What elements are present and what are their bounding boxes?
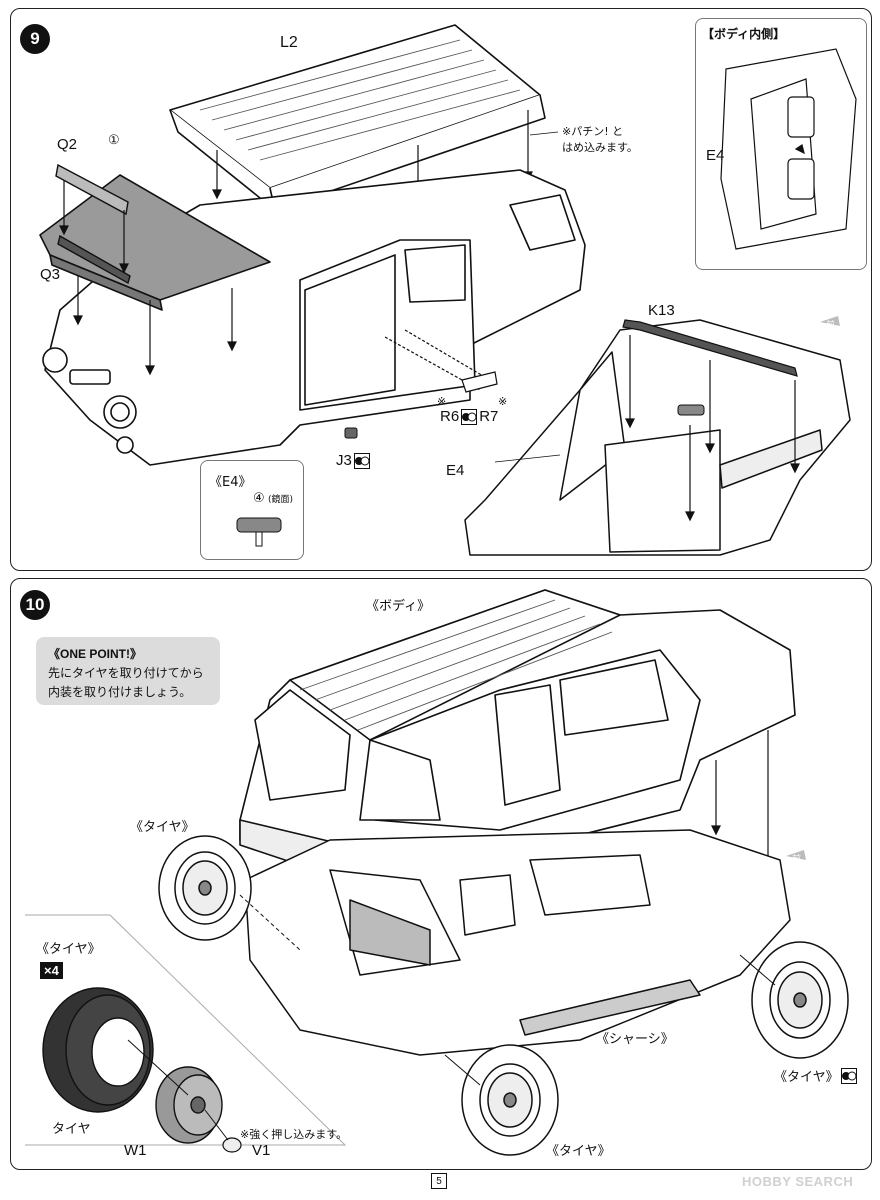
tire-label-right-row: 《タイヤ》: [774, 1066, 859, 1085]
label-l2: L2: [280, 34, 298, 51]
hood-part-q3: [39, 174, 271, 311]
chassis-label: 《シャーシ》: [596, 1032, 674, 1047]
interior-tub: [464, 319, 851, 556]
label-k13: K13: [648, 302, 675, 319]
roof-part-l2: [169, 24, 546, 211]
inset-tire: [42, 987, 154, 1113]
front-arrow-label-10: 前: [792, 855, 802, 865]
inset-body-inner-title: 【ボディ内側】: [702, 27, 786, 41]
inset-cap-v1: [222, 1137, 242, 1153]
inset-e4-title: 《E4》: [209, 475, 252, 490]
front-arrow-icon: [820, 316, 840, 326]
front-arrow-icon: [786, 850, 806, 860]
asterisk-r6: ※: [437, 395, 447, 408]
paint-chip-icon: [353, 452, 370, 469]
label-e4: E4: [446, 462, 465, 479]
suv-body-step10: [239, 589, 796, 881]
grille-part-j3: [344, 427, 358, 439]
paint-chip-icon: [461, 408, 478, 425]
step-10-number-badge: 10: [20, 590, 50, 620]
hood-part-q2: [55, 163, 131, 285]
tire-inset-press-note: ※強く押し込みます。: [240, 1128, 348, 1141]
grille-label-row: J3: [336, 452, 372, 469]
step-9-number-badge: 9: [20, 24, 50, 54]
inset-e4-mirror: 《E4》 ④ (鏡面): [200, 460, 304, 560]
chassis-step10: [244, 829, 791, 1056]
tire-label-top-left: 《タイヤ》: [130, 820, 195, 835]
one-point-line-2: 内装を取り付けましょう。: [48, 685, 192, 699]
step-10-panel: [10, 578, 872, 1170]
label-q2: Q2: [57, 136, 78, 153]
label-r7: R7: [479, 408, 499, 425]
mirror-drawing: [236, 517, 282, 547]
tire-right: [751, 941, 849, 1059]
inset-e4-marker-note: (鏡面): [268, 495, 294, 505]
watermark: HOBBY SEARCH: [742, 1174, 854, 1189]
inset-body-inner-label: E4: [706, 147, 725, 164]
roof-snap-note: ※パチン! と はめ込みます。: [562, 125, 638, 154]
mirror-part-e4: [677, 404, 705, 416]
tire-count-badge: ×4: [40, 962, 63, 979]
inset-wheel-w1: [155, 1066, 223, 1144]
paint-chip-icon: [840, 1067, 857, 1084]
rail-part-k13: [622, 319, 798, 377]
tire-inset-frame: [25, 914, 347, 1146]
label-q3: Q3: [40, 266, 61, 283]
tire-bottom: [461, 1044, 559, 1156]
tire-inset-wheel-label: W1: [124, 1142, 147, 1159]
tire-label-bottom: 《タイヤ》: [546, 1144, 611, 1159]
page-number: 5: [431, 1173, 447, 1189]
label-r6: R6: [440, 408, 460, 425]
tire-label-right: 《タイヤ》: [774, 1070, 839, 1085]
one-point-title: 《ONE POINT!》: [48, 647, 143, 661]
one-point-note: 《ONE POINT!》 先にタイヤを取り付けてから 内装を取り付けましょう。: [36, 637, 220, 705]
one-point-line-1: 先にタイヤを取り付けてから: [48, 666, 204, 680]
label-j3: J3: [336, 452, 352, 469]
tire-inset-cap-label: V1: [252, 1142, 271, 1159]
label-circle-1: ①: [108, 132, 120, 147]
tire-inset-tire-label: タイヤ: [52, 1122, 91, 1137]
step-9-panel: [10, 8, 872, 571]
front-arrow-label: 前: [826, 321, 836, 331]
tire-inset-title: 《タイヤ》: [36, 942, 101, 957]
body-inner-drawing: [720, 48, 857, 250]
step-9-drawing: [39, 24, 851, 556]
asterisk-r7: ※: [498, 395, 508, 408]
inset-e4-marker: ④: [253, 491, 265, 506]
tire-top-left: [158, 835, 252, 941]
handle-label-row: R6 R7: [440, 408, 498, 425]
body-label: 《ボディ》: [366, 599, 431, 614]
door-handle-r6-r7: [384, 329, 498, 393]
inset-body-inner: 【ボディ内側】 E4: [695, 18, 867, 270]
